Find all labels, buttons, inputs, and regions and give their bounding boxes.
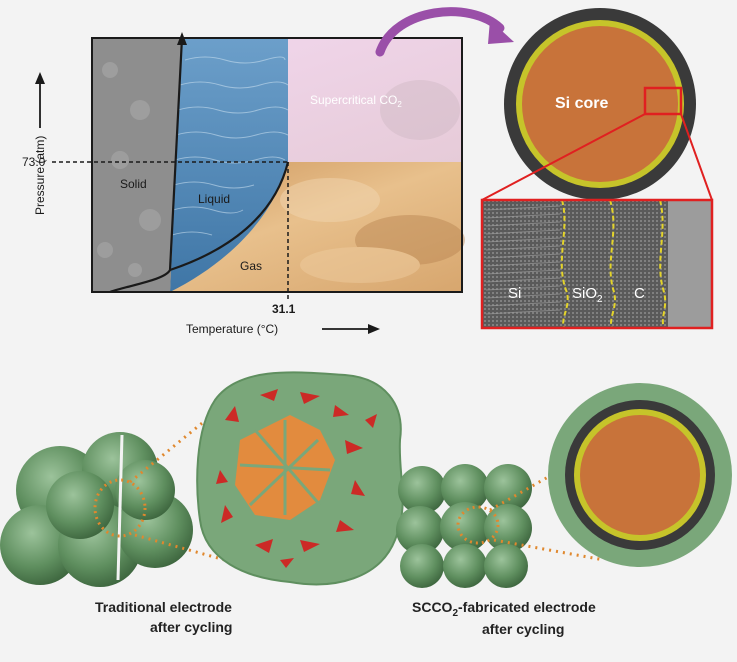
tem-frame [480,198,714,330]
sio2-c-boundary [609,199,616,329]
liquid-region [170,38,288,292]
zoom-line-right [680,113,713,201]
core-fractures [239,420,331,515]
solid-texture [97,62,161,277]
liquid-waves [171,56,289,236]
zoom-line-left [481,113,646,201]
tem-inset: Si SiO2 C [480,198,714,330]
cloud-texture [280,80,465,283]
liquid-gas-line [169,161,290,272]
red-fragments [216,389,377,568]
purple-arrow [375,7,505,57]
phase-diagram: Solid Liquid Gas Supercritical CO2 Press… [22,32,465,336]
gas-label: Gas [240,259,262,273]
temperature-tick-label: 31.1 [272,302,296,316]
liquid-label: Liquid [198,192,230,206]
si-lattice-fringes [485,205,561,315]
solid-region [92,38,182,292]
traditional-electrode: Traditional electrode after cycling [0,371,404,635]
core-shell-particle: Si core [481,8,713,201]
scco2-si-core [580,415,700,535]
scco2-cluster [396,464,532,588]
right-caption-line1: SCCO2-fabricated electrode [412,599,596,619]
y-axis-label: Pressure (atm) [33,136,47,215]
left-caption-line2: after cycling [150,619,232,635]
x-axis-label: Temperature (°C) [186,322,278,336]
x-axis-arrowhead [368,324,380,334]
solid-liquid-line [109,37,184,294]
traditional-cluster [0,432,193,587]
phase-diagram-frame [91,37,463,293]
si-label: Si [508,285,521,302]
pressure-tick-label: 73.0 [22,155,46,169]
si-sio2-boundary [560,199,569,329]
c-surface-boundary [659,199,667,329]
supercritical-label: Supercritical CO2 [310,93,402,109]
scco2-zoom-circle [456,505,500,545]
zoom-box [643,86,683,116]
si-core-label: Si core [555,95,608,112]
traditional-zoom-circle [93,478,147,538]
right-caption-line2: after cycling [482,621,564,637]
sio2-label: SiO2 [572,285,603,305]
y-axis-arrowhead [35,72,45,84]
solid-label: Solid [120,177,147,191]
scco2-electrode: SCCO2-fabricated electrode after cycling [396,383,732,637]
left-caption-line1: Traditional electrode [95,599,232,615]
c-label: C [634,285,645,302]
traditional-zoom-line-bottom [134,533,226,562]
tem-vacuum-region [668,200,712,328]
si-core [522,26,678,182]
purple-arrowhead [488,20,514,44]
crack [116,434,124,581]
